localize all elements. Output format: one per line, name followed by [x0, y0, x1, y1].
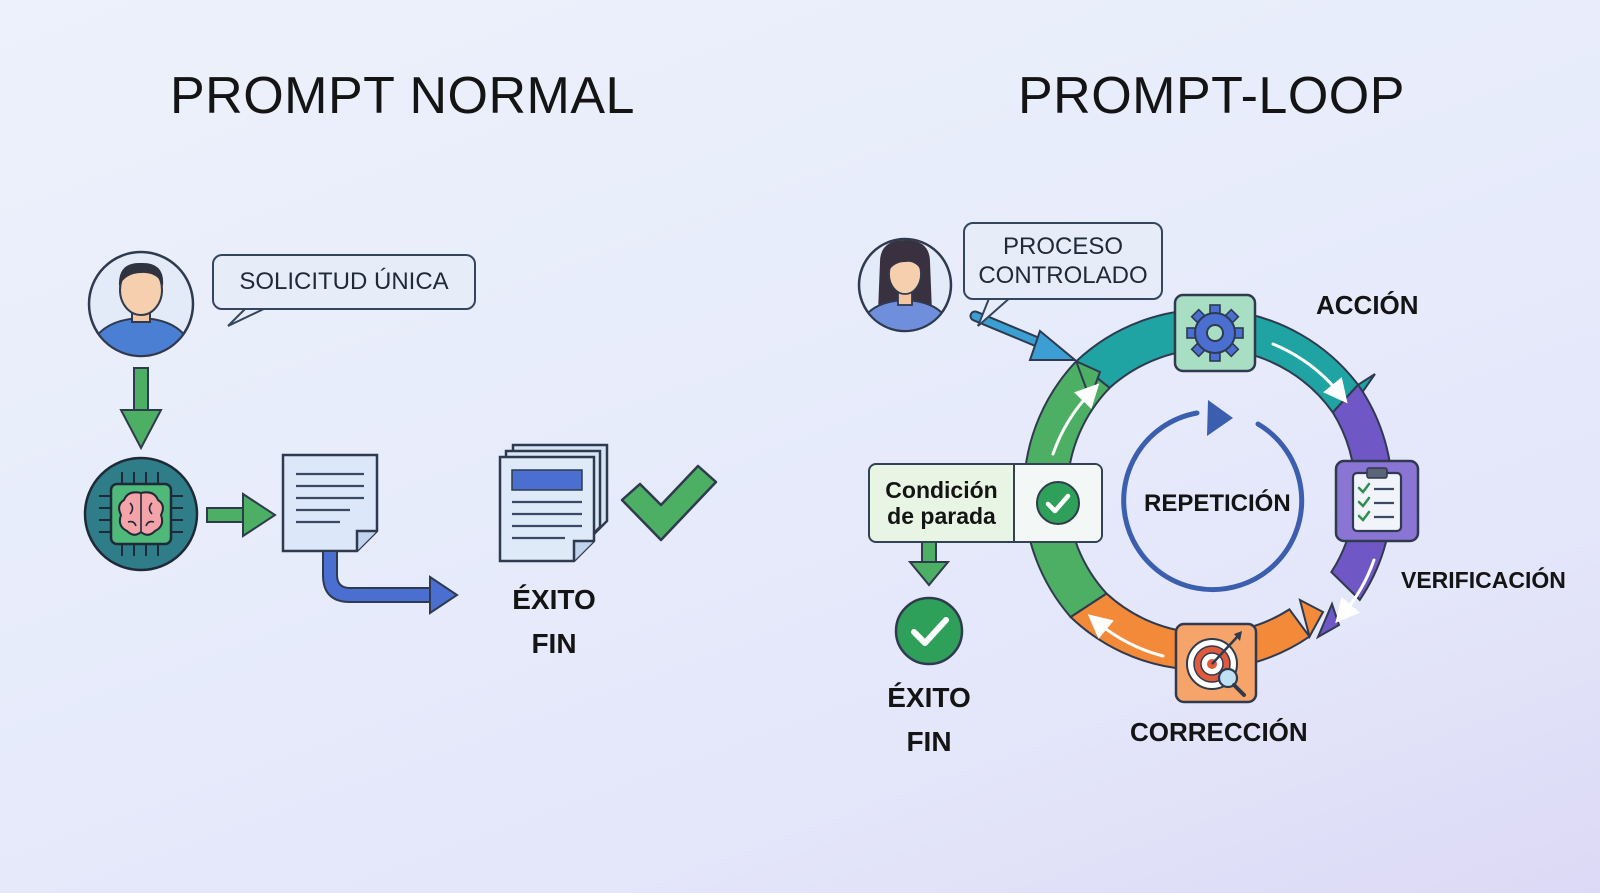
stop-condition-line1: Condición	[885, 477, 998, 503]
result-label-left: ÉXITO FIN	[508, 578, 600, 666]
stop-condition-text: Condición de parada	[870, 465, 1015, 541]
bubble-text-solicitud: SOLICITUD ÚNICA	[239, 268, 449, 295]
step-label-correccion: CORRECCIÓN	[1130, 717, 1308, 747]
curved-arrow-icon	[322, 550, 459, 615]
down-arrow-icon	[119, 367, 163, 451]
step-label-verificacion: VERIFICACIÓN	[1401, 567, 1566, 593]
result-label-right: ÉXITO FIN	[883, 676, 975, 764]
stop-down-arrow-icon	[907, 539, 951, 587]
gear-icon	[1173, 293, 1257, 373]
result-fin-left: FIN	[531, 628, 577, 659]
user-male-avatar-icon	[87, 250, 195, 358]
repeat-cycle-icon	[1121, 400, 1305, 593]
check-circle-icon	[1036, 481, 1080, 525]
success-check-icon	[894, 596, 964, 666]
center-label-repeticion: REPETICIÓN	[1144, 490, 1291, 517]
clipboard-icon	[1334, 459, 1420, 543]
checkmark-icon	[620, 464, 718, 542]
user-female-avatar-icon	[857, 237, 953, 333]
documents-stack-icon	[498, 443, 609, 563]
stop-condition-check	[1015, 465, 1101, 541]
document-icon	[281, 453, 379, 553]
ai-brain-icon	[83, 456, 199, 572]
target-icon	[1174, 622, 1258, 704]
bubble-text-proceso-line1: PROCESO	[1002, 233, 1124, 260]
stop-condition-line2: de parada	[887, 503, 996, 529]
speech-bubble-proceso: PROCESO CONTROLADO	[963, 222, 1163, 300]
title-prompt-normal: PROMPT NORMAL	[170, 67, 635, 125]
result-exito-left: ÉXITO	[512, 584, 596, 615]
result-fin-right: FIN	[906, 726, 952, 757]
right-arrow-icon	[206, 492, 277, 538]
step-label-accion: ACCIÓN	[1316, 290, 1419, 320]
bubble-tail-right	[977, 295, 1013, 327]
result-exito-right: ÉXITO	[887, 682, 971, 713]
title-prompt-loop: PROMPT-LOOP	[1018, 67, 1405, 125]
input-arrow-icon	[969, 310, 1078, 361]
speech-bubble-solicitud: SOLICITUD ÚNICA	[212, 254, 476, 310]
bubble-text-proceso-line2: CONTROLADO	[978, 262, 1148, 289]
stop-condition-box: Condición de parada	[868, 463, 1103, 543]
